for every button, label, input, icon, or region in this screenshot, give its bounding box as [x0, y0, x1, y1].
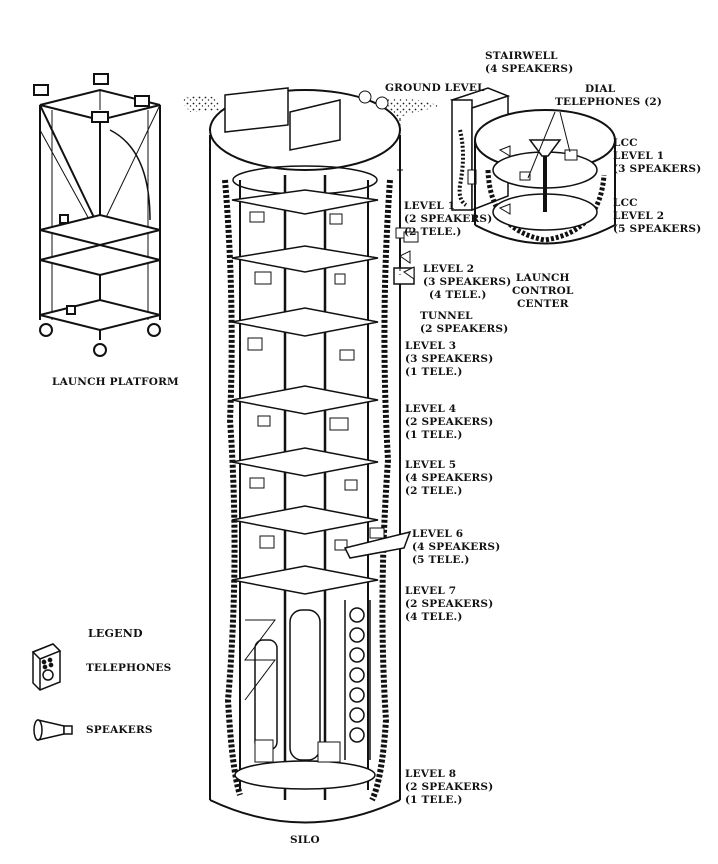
silo-drawing [180, 87, 440, 824]
legend-speakers-label: SPEAKERS [86, 724, 153, 736]
silo-level-7-label: LEVEL 7(2 SPEAKERS)(4 TELE.) [405, 585, 494, 623]
silo-level-6-label: LEVEL 6(4 SPEAKERS)(5 TELE.) [412, 528, 501, 566]
launch-control-center-label: LAUNCH CONTROL CENTER [512, 272, 574, 310]
silo-equipment-markers [369, 227, 419, 539]
silo-level-2-label: LEVEL 2(3 SPEAKERS)(4 TELE.) [423, 263, 512, 301]
legend-title: LEGEND [88, 627, 143, 640]
silo-level-3-label: LEVEL 3(3 SPEAKERS)(1 TELE.) [405, 340, 494, 378]
silo-level-4-label: LEVEL 4(2 SPEAKERS)(1 TELE.) [405, 403, 494, 441]
silo-level-8-label: LEVEL 8(2 SPEAKERS)(1 TELE.) [405, 768, 494, 806]
launch-platform-drawing [33, 73, 161, 357]
silo-label: SILO [290, 834, 320, 846]
legend-telephones-label: TELEPHONES [86, 662, 172, 674]
stairwell-label: STAIRWELL (4 SPEAKERS) [485, 50, 574, 75]
lcc-level-2-label: LCC LEVEL 2 (5 SPEAKERS) [613, 197, 702, 235]
launch-control-center-drawing [449, 87, 616, 245]
dial-telephones-label: DIAL TELEPHONES (2) [555, 83, 663, 108]
launch-platform-label: LAUNCH PLATFORM [52, 376, 179, 388]
tunnel-label: TUNNEL (2 SPEAKERS) [420, 310, 509, 335]
silo-level-1-label: LEVEL 1(2 SPEAKERS)(2 TELE.) [404, 200, 493, 238]
lcc-level-1-label: LCC LEVEL 1 (3 SPEAKERS) [613, 137, 702, 175]
telephone-icon [31, 643, 62, 691]
ground-level-label: GROUND LEVEL [385, 82, 485, 94]
silo-level-5-label: LEVEL 5(4 SPEAKERS)(2 TELE.) [405, 459, 494, 497]
speaker-icon [33, 719, 73, 741]
